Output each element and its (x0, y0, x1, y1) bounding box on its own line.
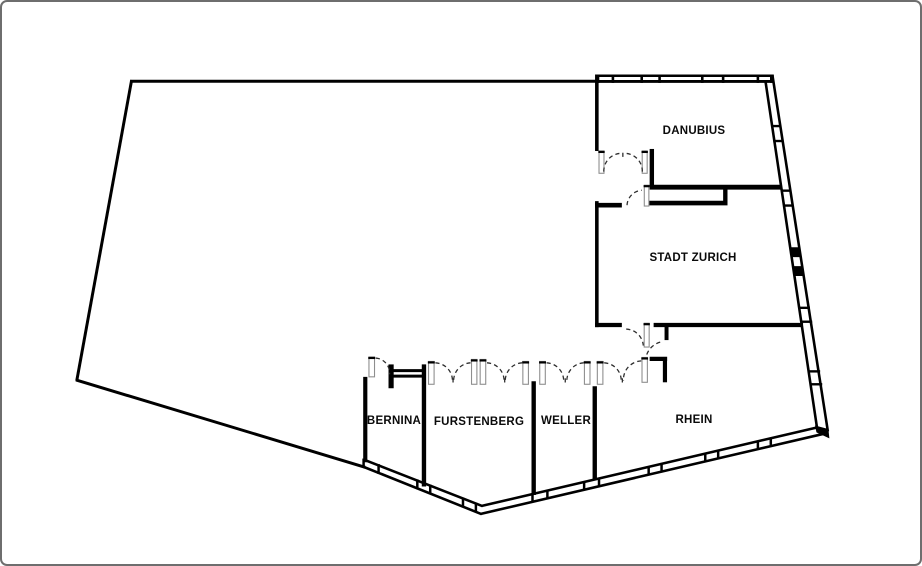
room-label-weller: WELLER (540, 415, 592, 427)
corner-bottom-right (814, 425, 830, 439)
room-label-stadt-zurich: STADT ZURICH (649, 252, 737, 264)
exterior-walls (75, 74, 830, 516)
room-label-furstenberg: FURSTENBERG (433, 416, 525, 428)
wall-bernina-door-post (388, 364, 394, 389)
window-wall-top (596, 74, 774, 83)
wall-left (75, 79, 134, 382)
room-label-bernina: BERNINA (366, 415, 422, 427)
wall-bottom-left-single (75, 378, 366, 469)
interior-walls (363, 74, 804, 495)
door-swings (375, 152, 661, 386)
window-wall-right (764, 74, 830, 439)
room-label-danubius: DANUBIUS (662, 125, 726, 137)
room-label-rhein: RHEIN (675, 414, 713, 426)
window-wall-bottom-right (480, 426, 828, 516)
door-jambs (368, 150, 650, 385)
